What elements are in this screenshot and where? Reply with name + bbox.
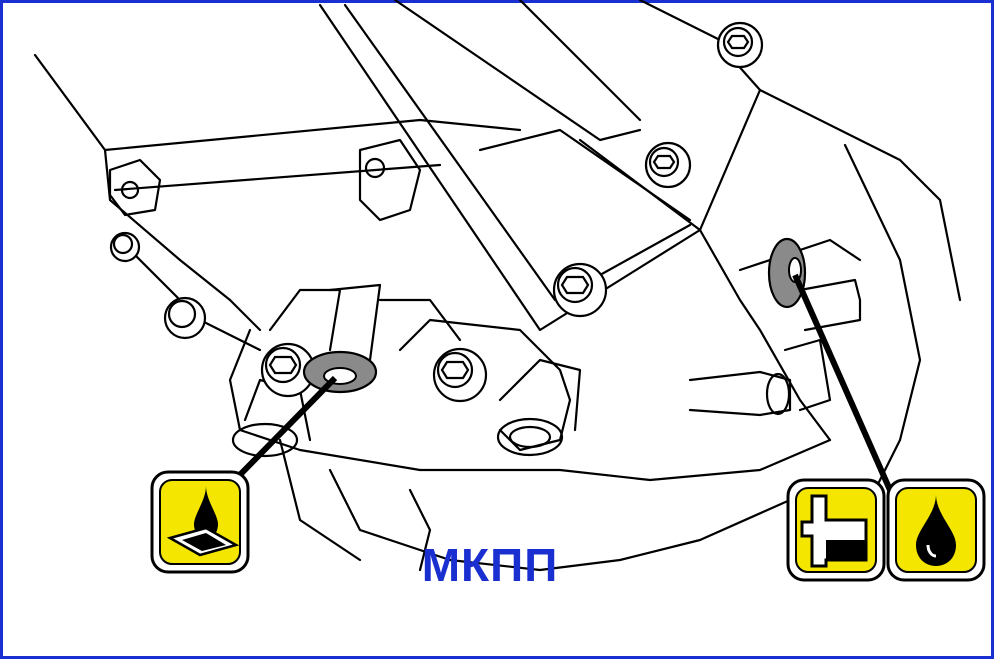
bolt-icon xyxy=(552,262,608,318)
oil-drain-icon xyxy=(150,470,250,574)
housing-outline-left xyxy=(33,53,262,332)
bolt-icon xyxy=(260,342,316,398)
bolt-icon xyxy=(163,296,207,340)
bolt-icon xyxy=(716,21,764,69)
bolt-icon xyxy=(109,231,141,263)
oil-drop-icon xyxy=(886,478,986,582)
drain-plug xyxy=(302,350,378,394)
bolt-icon xyxy=(432,347,488,403)
drain-leader-line xyxy=(225,375,338,490)
bolt-icon xyxy=(644,141,692,189)
housing-outline-right xyxy=(758,88,962,302)
oil-level-icon xyxy=(786,478,886,582)
bolt-group xyxy=(109,21,764,403)
fill-leader-line xyxy=(792,273,893,492)
housing-rib xyxy=(318,3,762,332)
fill-plug xyxy=(767,237,807,309)
caption-label: МКПП xyxy=(421,539,559,591)
